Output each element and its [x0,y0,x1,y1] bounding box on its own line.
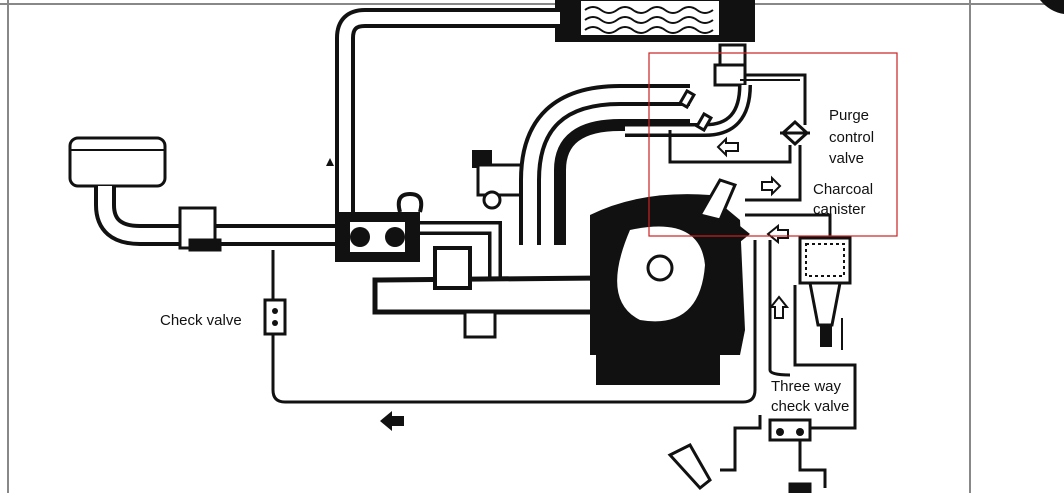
air-cleaner [68,136,340,246]
arrow-right-icon [730,226,750,242]
arrow-left-icon [716,136,739,158]
manifold-lower [372,275,603,315]
arrow-left-icon [380,411,404,431]
charcoal-label-line1: Charcoal [813,181,873,198]
check-valve [263,298,287,336]
charcoal-canister [798,236,852,350]
check-valve-label: Check valve [160,312,242,329]
purge-label-line2: control [829,129,874,146]
purge-control-valve [780,119,810,147]
purge-label-line1: Purge [829,107,869,124]
highlight-box [648,52,898,237]
three-way-check-valve [768,418,812,442]
arrow-down-icon [326,158,334,166]
arrow-up-icon [768,295,790,319]
arrow-right-icon [761,175,782,197]
three-way-label-line2: check valve [771,398,849,415]
fuel-tank-filler [667,443,812,493]
three-way-label-line1: Three way [771,378,842,395]
airflow-meter [178,206,222,252]
charcoal-label-line2: canister [813,201,866,218]
purge-nozzles [677,88,714,133]
arrow-left-icon [766,223,789,245]
throttle-chamber [335,191,424,262]
purge-label-line3: valve [829,150,864,167]
corner-blob [1040,0,1064,14]
solenoid-valve [472,150,525,210]
engine-block [590,178,745,385]
radiator [555,0,755,42]
lower-lines [271,240,857,488]
